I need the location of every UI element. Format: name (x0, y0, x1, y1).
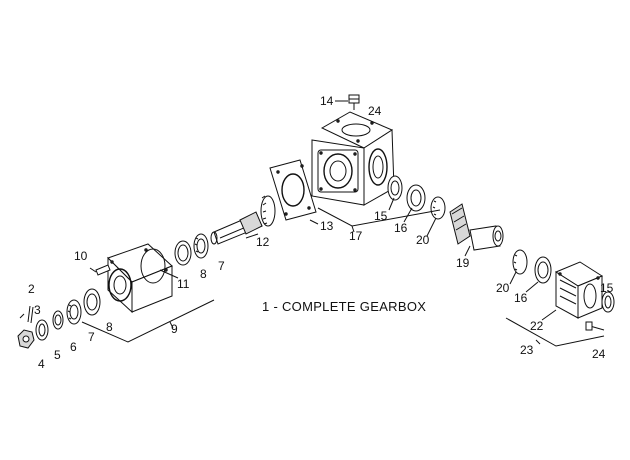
label-part-20-lower: 20 (496, 281, 510, 295)
label-part-14: 14 (320, 94, 334, 108)
label-part-12: 12 (256, 235, 270, 249)
input-shaft-gear (210, 195, 276, 245)
label-part-16-upper: 16 (394, 221, 408, 235)
label-part-5: 5 (54, 348, 61, 362)
label-part-15-upper: 15 (374, 209, 388, 223)
bolt (89, 264, 111, 276)
label-part-8-lower: 8 (106, 320, 113, 334)
label-part-24-lower: 24 (592, 347, 606, 361)
assembly-brackets (81, 100, 605, 347)
label-part-3: 3 (34, 303, 41, 317)
label-part-24-top: 24 (368, 104, 382, 118)
label-part-17: 17 (349, 229, 363, 243)
label-part-9: 9 (171, 322, 178, 336)
left-bearing-housing (107, 243, 173, 314)
right-bearing-housing (554, 261, 615, 331)
label-part-6: 6 (70, 340, 77, 354)
left-lower-parts (17, 288, 101, 349)
gasket-plate (269, 159, 317, 221)
right-upper-parts (387, 175, 504, 251)
label-part-10: 10 (74, 249, 88, 263)
label-part-16-lower: 16 (514, 291, 528, 305)
label-part-7-lower: 7 (88, 330, 95, 344)
label-part-15-lower: 15 (600, 281, 614, 295)
label-part-8-upper: 8 (200, 267, 207, 281)
part-labels: 2 3 4 5 6 7 8 9 10 11 8 7 12 13 14 24 15… (28, 94, 614, 371)
diagram-caption: 1 - COMPLETE GEARBOX (262, 299, 426, 314)
label-part-11: 11 (177, 277, 190, 291)
left-upper-bearings (174, 233, 209, 266)
gearbox-housing (303, 111, 395, 206)
right-lower-bearings (512, 249, 552, 284)
label-part-13: 13 (320, 219, 334, 233)
label-part-20-upper: 20 (416, 233, 430, 247)
label-part-7-upper: 7 (218, 259, 225, 273)
label-part-2: 2 (28, 282, 35, 296)
label-part-19: 19 (456, 256, 470, 270)
label-part-23: 23 (520, 343, 534, 357)
label-part-4: 4 (38, 357, 45, 371)
label-part-22: 22 (530, 319, 544, 333)
top-plug (338, 94, 360, 110)
